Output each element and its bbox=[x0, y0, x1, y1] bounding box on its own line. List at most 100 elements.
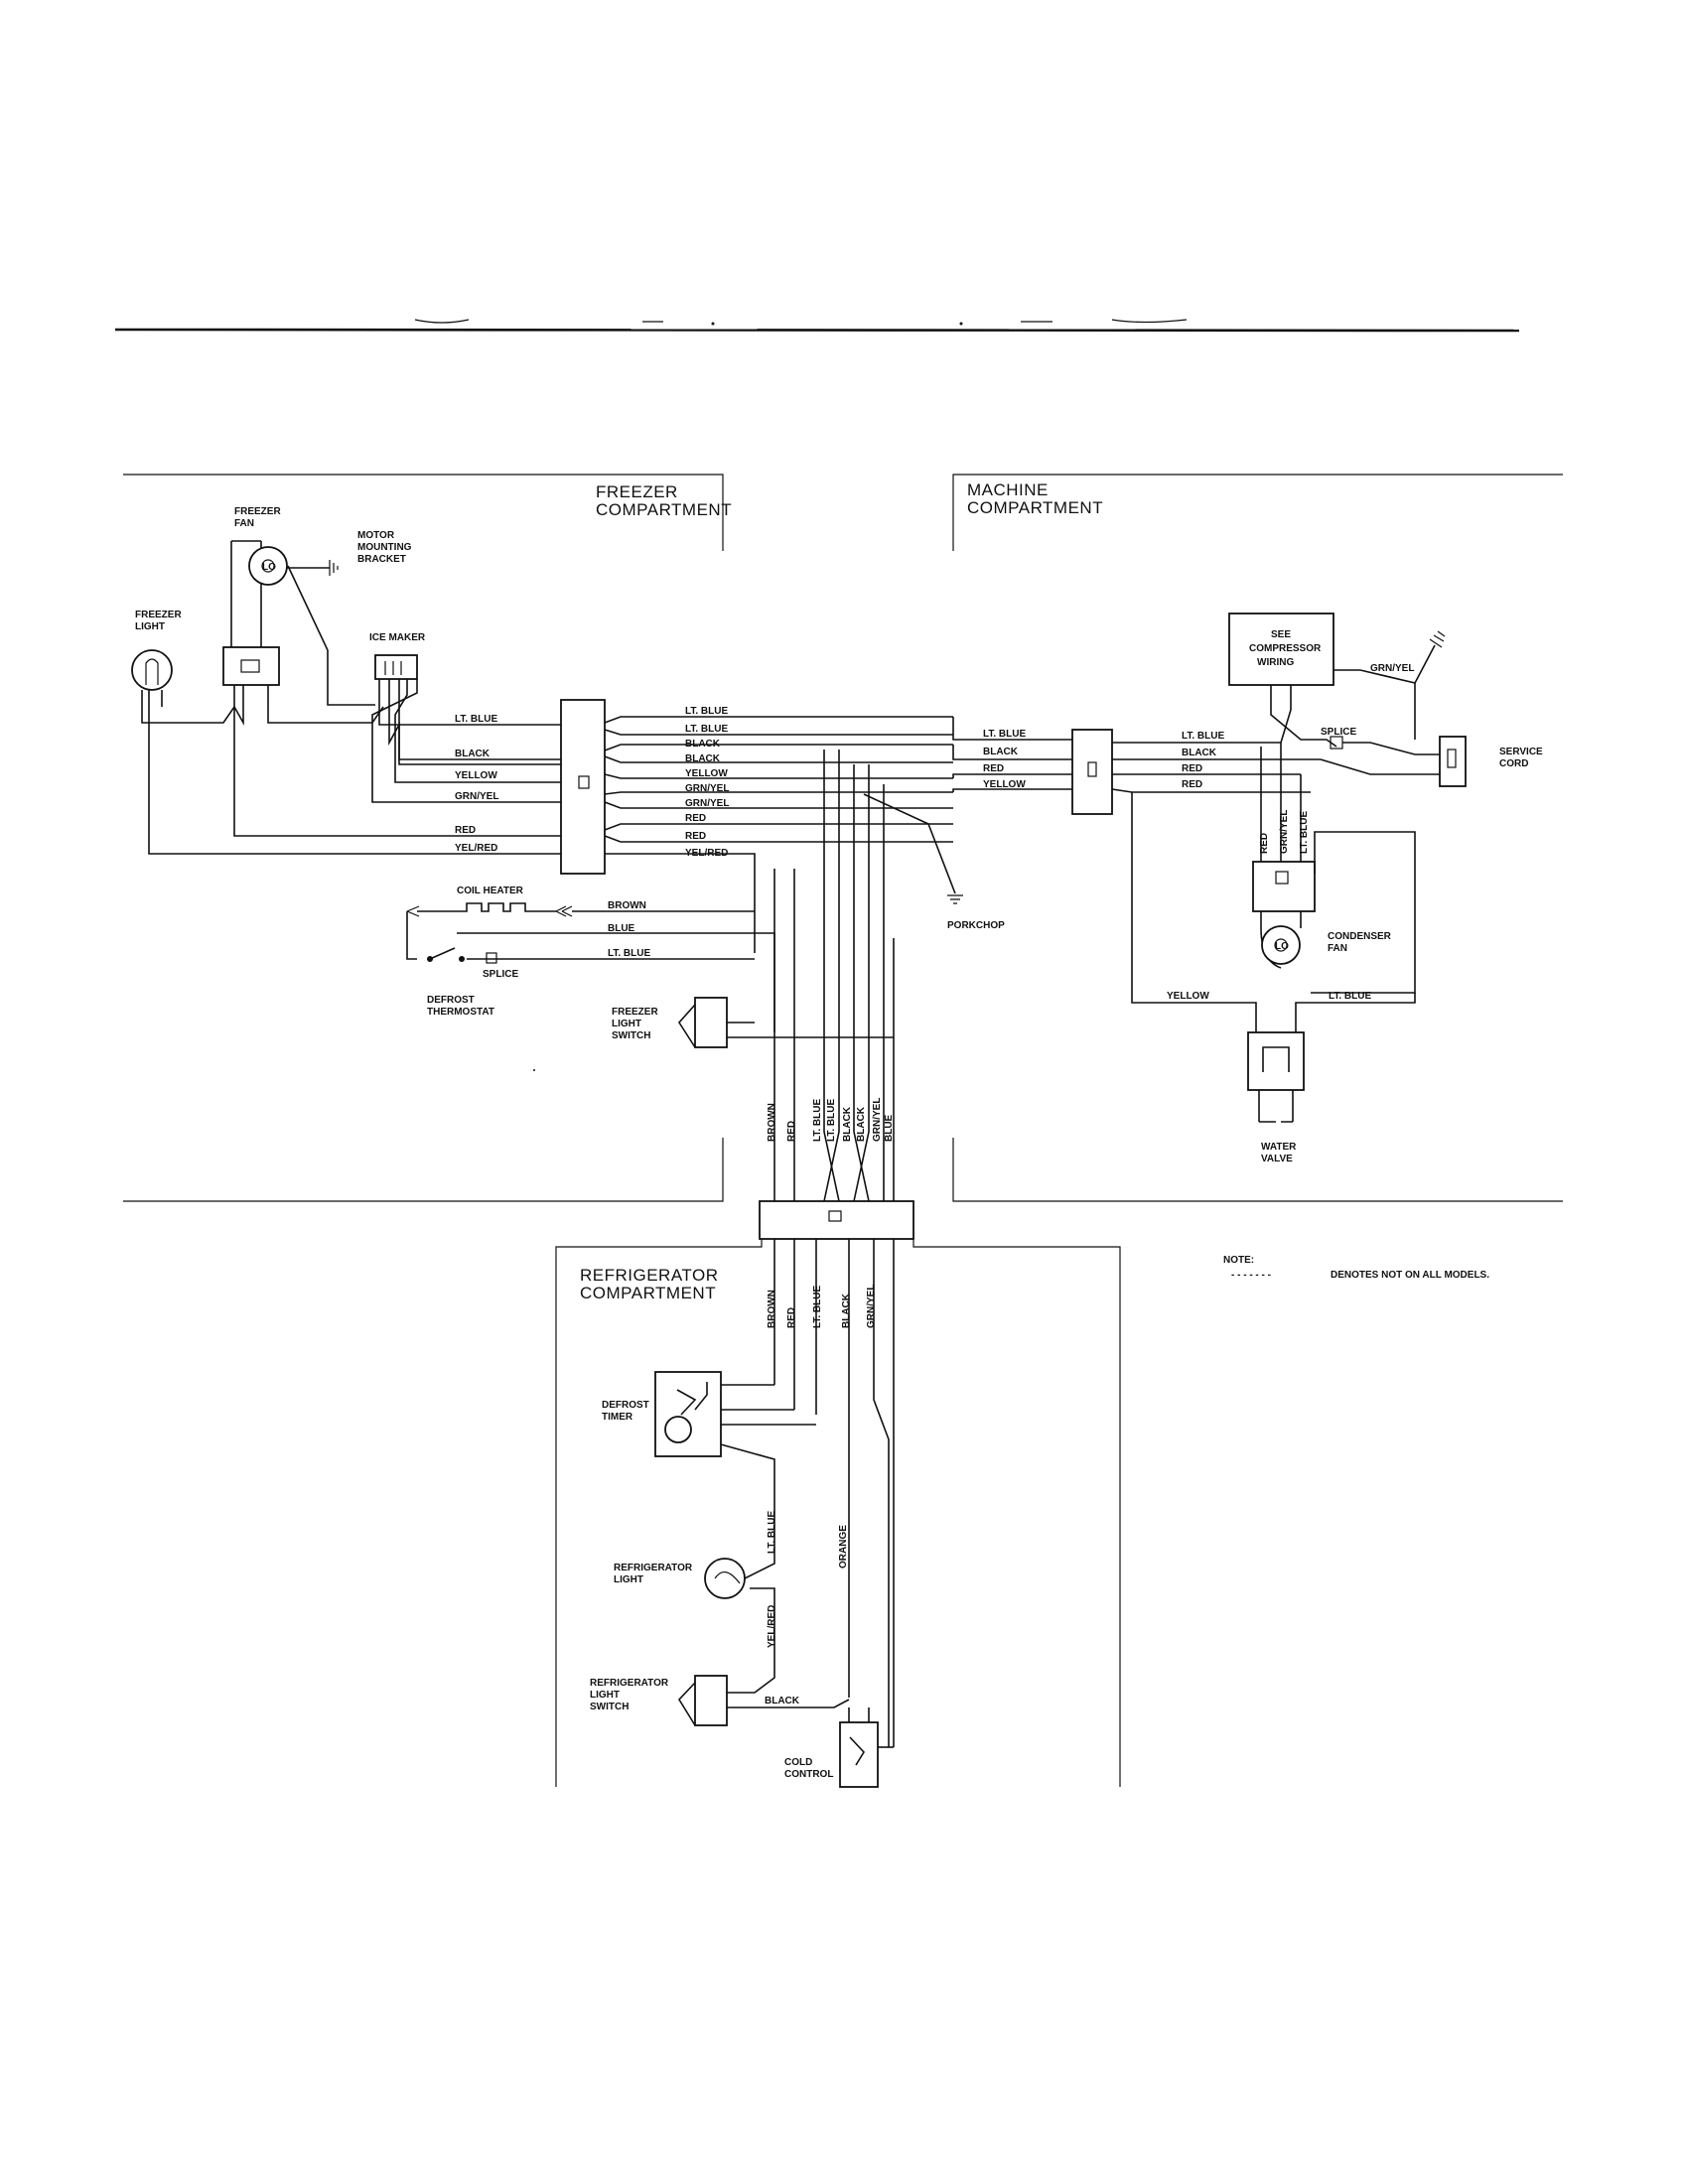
svg-text:RED: RED bbox=[983, 763, 1004, 774]
svg-text:FREEZER: FREEZER bbox=[234, 506, 281, 517]
svg-text:DEFROST: DEFROST bbox=[427, 995, 475, 1006]
svg-text:RED: RED bbox=[1259, 833, 1270, 854]
svg-text:RED: RED bbox=[786, 1121, 797, 1142]
svg-text:BLACK: BLACK bbox=[455, 749, 491, 759]
service-cord: SPLICE SERVICE CORD bbox=[1320, 727, 1543, 787]
timer-motor-icon bbox=[664, 1416, 692, 1443]
svg-text:ORANGE: ORANGE bbox=[838, 1525, 849, 1569]
svg-text:BLACK: BLACK bbox=[842, 1106, 853, 1142]
fridge-bundle-labels: BROWN RED LT. BLUE BLACK GRN/YEL bbox=[767, 1285, 877, 1328]
svg-text:REFRIGERATOR: REFRIGERATOR bbox=[590, 1678, 669, 1689]
freezer-fan-connector bbox=[222, 646, 280, 686]
fan-motor-icon bbox=[1261, 925, 1301, 965]
svg-text:SEE: SEE bbox=[1271, 629, 1291, 640]
right-harness-labels: LT. BLUE LT. BLUE BLACK BLACK YELLOW GRN… bbox=[685, 706, 729, 859]
svg-text:RED: RED bbox=[685, 813, 706, 824]
svg-text:LIGHT: LIGHT bbox=[590, 1690, 620, 1701]
svg-text:YELLOW: YELLOW bbox=[455, 770, 497, 781]
svg-text:YELLOW: YELLOW bbox=[1167, 991, 1209, 1002]
svg-text:RED: RED bbox=[1182, 779, 1202, 790]
svg-text:LT. BLUE: LT. BLUE bbox=[608, 948, 650, 959]
water-valve: YELLOW LT. BLUE WATER VALVE bbox=[1131, 792, 1416, 1164]
svg-text:SERVICE: SERVICE bbox=[1499, 747, 1543, 757]
motor-mounting-bracket: MOTOR MOUNTING BRACKET bbox=[357, 530, 412, 565]
fan-motor-icon bbox=[248, 546, 288, 586]
fridge-vertical-bundle bbox=[773, 1239, 895, 1747]
svg-text:BLACK: BLACK bbox=[685, 739, 721, 750]
svg-text:FAN: FAN bbox=[234, 518, 254, 529]
freezer-bundle-labels: BROWN RED LT. BLUE LT. BLUE BLACK BLACK … bbox=[767, 1098, 895, 1142]
svg-text:REFRIGERATOR: REFRIGERATOR bbox=[614, 1563, 693, 1573]
defrost-thermostat: DEFROST THERMOSTAT SPLICE bbox=[427, 947, 518, 1018]
svg-text:MOTOR: MOTOR bbox=[357, 530, 395, 541]
svg-text:WIRING: WIRING bbox=[1257, 657, 1294, 668]
machine-wire-labels: LT. BLUE BLACK RED YELLOW LT. BLUE BLACK… bbox=[983, 729, 1224, 790]
svg-text:FREEZER: FREEZER bbox=[135, 610, 182, 620]
svg-text:LT. BLUE: LT. BLUE bbox=[685, 724, 728, 735]
svg-text:BLACK: BLACK bbox=[983, 747, 1019, 757]
svg-text:GRN/YEL: GRN/YEL bbox=[685, 798, 729, 809]
svg-text:BROWN: BROWN bbox=[767, 1290, 777, 1328]
svg-text:YELLOW: YELLOW bbox=[685, 768, 728, 779]
svg-text:LT. BLUE: LT. BLUE bbox=[1299, 811, 1310, 854]
refrigerator-light: LT. BLUE REFRIGERATOR LIGHT YEL/RED ORAN… bbox=[614, 1499, 849, 1694]
svg-text:BROWN: BROWN bbox=[767, 1103, 777, 1142]
svg-text:WATER: WATER bbox=[1261, 1142, 1297, 1153]
coil-heater: COIL HEATER bbox=[406, 886, 775, 1032]
freezer-wiring bbox=[141, 565, 561, 855]
svg-text:COIL HEATER: COIL HEATER bbox=[457, 886, 524, 896]
svg-text:LT. BLUE: LT. BLUE bbox=[812, 1099, 823, 1142]
light-bulb-icon bbox=[704, 1558, 746, 1599]
freezer-light: FREEZER LIGHT bbox=[131, 610, 182, 691]
section-machine: MACHINE COMPARTMENT bbox=[967, 480, 1103, 517]
svg-text:FREEZER: FREEZER bbox=[612, 1007, 658, 1018]
svg-text:COMPRESSOR: COMPRESSOR bbox=[1249, 643, 1322, 654]
svg-text:PORKCHOP: PORKCHOP bbox=[947, 920, 1005, 931]
svg-text:VALVE: VALVE bbox=[1261, 1154, 1293, 1164]
svg-text:GRN/YEL: GRN/YEL bbox=[1279, 810, 1290, 854]
left-harness-labels: LT. BLUE BLACK YELLOW GRN/YEL RED YEL/RE… bbox=[455, 714, 498, 854]
section-freezer: FREEZER COMPARTMENT bbox=[596, 482, 732, 519]
freezer-vertical-bundle bbox=[773, 750, 895, 1202]
svg-text:RED: RED bbox=[685, 831, 706, 842]
light-bulb-icon bbox=[131, 649, 173, 691]
refrigerator-light-switch: REFRIGERATOR LIGHT SWITCH BLACK bbox=[590, 1675, 850, 1726]
refrigerator-harness-connector bbox=[759, 1200, 914, 1240]
svg-text:SWITCH: SWITCH bbox=[612, 1030, 650, 1041]
svg-text:ICE MAKER: ICE MAKER bbox=[369, 632, 426, 643]
section-refrigerator-line1: REFRIGERATOR bbox=[580, 1266, 719, 1285]
svg-text:GRN/YEL: GRN/YEL bbox=[866, 1285, 877, 1328]
ground-icon bbox=[329, 560, 339, 576]
ground-icon bbox=[947, 894, 963, 904]
porkchop-ground: PORKCHOP bbox=[863, 793, 1005, 931]
svg-text:LIGHT: LIGHT bbox=[614, 1574, 643, 1585]
svg-text:YEL/RED: YEL/RED bbox=[455, 843, 497, 854]
note-text: DENOTES NOT ON ALL MODELS. bbox=[1331, 1270, 1489, 1281]
compartment-boundaries bbox=[123, 474, 1563, 1787]
section-freezer-line1: FREEZER bbox=[596, 482, 678, 501]
svg-text:LT. BLUE: LT. BLUE bbox=[455, 714, 497, 725]
svg-text:RED: RED bbox=[786, 1307, 797, 1328]
svg-text:BLACK: BLACK bbox=[1182, 748, 1217, 758]
section-machine-line1: MACHINE bbox=[967, 480, 1049, 499]
svg-text:YEL/RED: YEL/RED bbox=[767, 1605, 777, 1648]
svg-text:BLACK: BLACK bbox=[841, 1293, 852, 1328]
svg-text:GRN/YEL: GRN/YEL bbox=[685, 783, 729, 794]
compressor-wiring-box: SEE COMPRESSOR WIRING GRN/YEL bbox=[1228, 613, 1446, 748]
svg-text:FAN: FAN bbox=[1328, 943, 1347, 954]
svg-text:LO: LO bbox=[1275, 941, 1289, 952]
svg-text:SPLICE: SPLICE bbox=[483, 969, 518, 980]
svg-text:GRN/YEL: GRN/YEL bbox=[455, 791, 498, 802]
svg-text:BLUE: BLUE bbox=[608, 923, 635, 934]
right-harness bbox=[604, 716, 953, 953]
svg-text:GRN/YEL: GRN/YEL bbox=[1370, 663, 1414, 674]
machine-wiring bbox=[952, 717, 1321, 793]
svg-text:RED: RED bbox=[455, 825, 476, 836]
machine-harness-connector bbox=[1071, 729, 1113, 815]
svg-text:CONTROL: CONTROL bbox=[784, 1769, 833, 1780]
svg-text:BLUE: BLUE bbox=[884, 1114, 895, 1142]
svg-text:LT. BLUE: LT. BLUE bbox=[1329, 991, 1371, 1002]
svg-text:LIGHT: LIGHT bbox=[612, 1019, 641, 1029]
section-freezer-line2: COMPARTMENT bbox=[596, 500, 732, 519]
svg-text:LT. BLUE: LT. BLUE bbox=[767, 1511, 777, 1554]
